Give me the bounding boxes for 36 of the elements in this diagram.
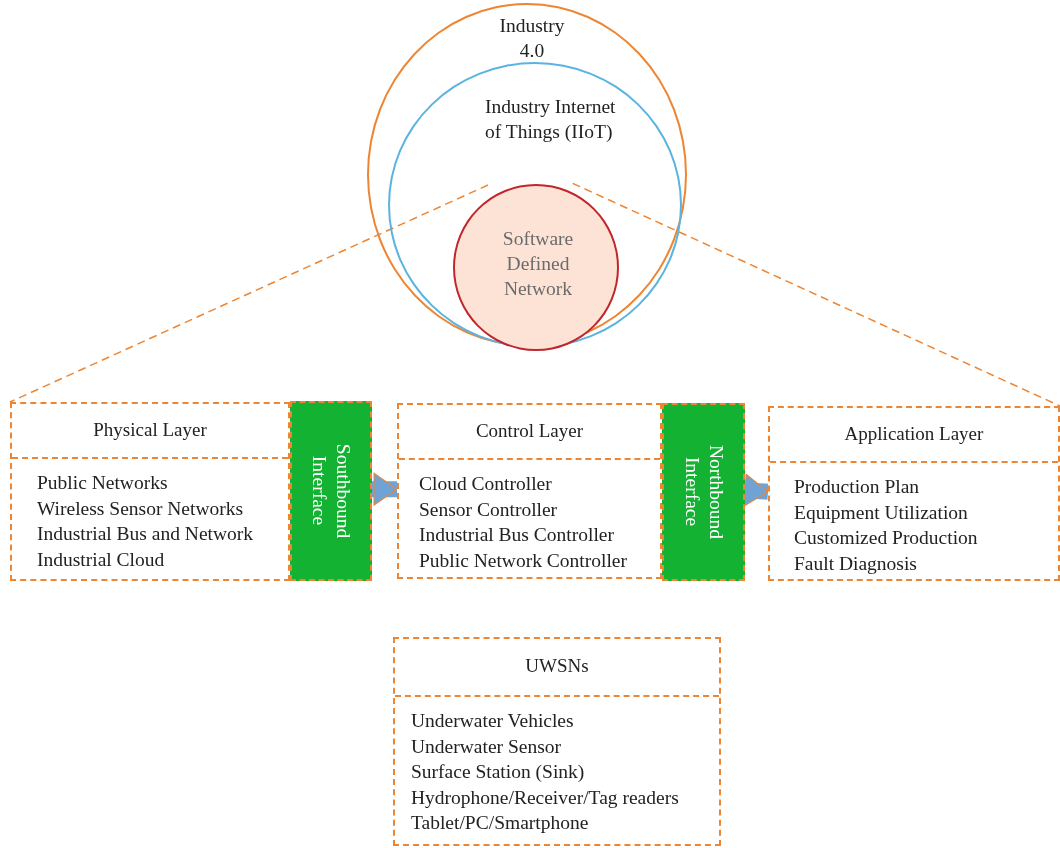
list-item: Production Plan [794,475,920,499]
list-item: Industrial Cloud [37,547,165,572]
list-item: Underwater Sensor [411,734,561,759]
layer-box [768,406,1060,581]
layer-box [393,637,721,846]
list-item: Hydrophone/Receiver/Tag readers [411,785,679,810]
list-item: Industrial Bus Controller [419,523,614,547]
list-item: Customized Production [794,526,978,550]
layer-title: Control Layer [474,419,585,442]
connector-line [571,182,1060,407]
list-item: Underwater Vehicles [411,709,574,733]
list-item: Cloud Controller [419,472,552,496]
interface-bar [290,401,372,581]
layer-box [10,402,290,581]
list-item: Fault Diagnosis [794,551,917,576]
circle-label: Industry Internet of Things (IIoT) [485,95,617,144]
list-item: Public Networks [37,471,168,495]
arrow [372,472,398,506]
interface-label: Southbound Interface [308,443,355,539]
interface-bar [662,403,745,581]
circle-label: Software Defined Network [501,227,575,301]
layer-title: Application Layer [843,422,985,445]
list-item: Surface Station (Sink) [411,760,585,784]
interface-label: Northbound Interface [680,444,728,540]
layer-title: UWSNs [524,655,590,677]
circle-label: Industry 4.0 [498,14,566,63]
inner-circle [388,62,682,348]
list-item: Industrial Bus and Network [37,522,254,546]
layer-title: Physical Layer [92,418,208,441]
layer-box [397,403,662,579]
list-item: Sensor Controller [419,497,558,522]
list-item: Public Network Controller [419,548,627,573]
list-item: Equipment Utilization [794,500,968,525]
list-item: Wireless Sensor Networks [37,496,244,521]
list-item: Tablet/PC/Smartphone [411,811,589,835]
connector-line [9,184,489,403]
